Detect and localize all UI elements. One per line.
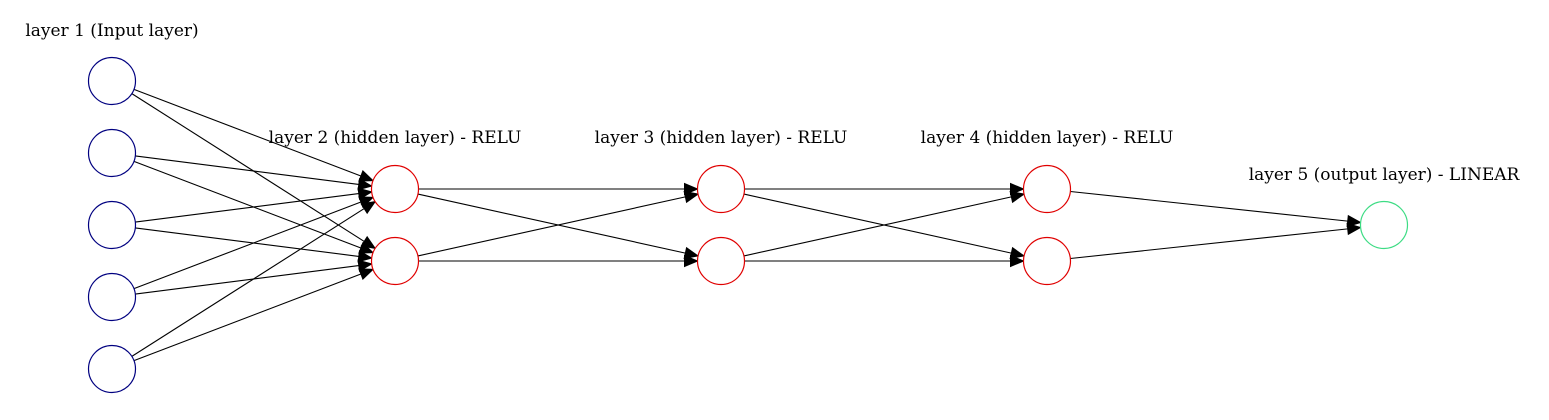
neurons [87, 56, 1409, 394]
edge-l1n2-l2n1 [135, 155, 373, 191]
arrowhead-icon [1009, 246, 1026, 260]
edge-line [135, 193, 359, 223]
neuron-l2-n2 [370, 236, 420, 286]
neuron-l1-n5 [87, 344, 137, 394]
edge-l4n2-l5n1 [1070, 222, 1362, 260]
neuron-l1-n2 [87, 128, 137, 178]
edge-line [1070, 228, 1348, 260]
arrowhead-icon [1346, 222, 1362, 236]
edge-l2n1-l3n2 [417, 193, 700, 260]
layer-5-label: layer 5 (output layer) - LINEAR [1249, 165, 1521, 185]
edge-line [135, 265, 359, 295]
neuron-l3-n2 [696, 236, 746, 286]
edge-l1n5-l2n2 [133, 268, 375, 362]
edge-l1n3-l2n1 [135, 187, 373, 223]
arrowhead-icon [683, 190, 700, 204]
edge-line [133, 201, 362, 290]
edge-l1n4-l2n1 [133, 196, 375, 290]
edge-line [417, 196, 686, 257]
edge-line [743, 193, 1012, 254]
neuron-l1-n3 [87, 200, 137, 250]
edge-line [133, 273, 362, 362]
edge-line [135, 227, 359, 257]
arrowhead-icon [684, 254, 699, 268]
neuron-l4-n1 [1022, 164, 1072, 214]
arrowhead-icon [1010, 254, 1025, 268]
edge-l1n1-l2n1 [133, 88, 375, 182]
edge-l1n3-l2n2 [135, 227, 373, 263]
arrowhead-icon [360, 200, 377, 215]
layer-3-label: layer 3 (hidden layer) - RELU [595, 128, 848, 148]
connections [131, 88, 1362, 362]
arrowhead-icon [683, 246, 700, 260]
neuron-l2-n1 [370, 164, 420, 214]
neuron-l1-n1 [87, 56, 137, 106]
arrowhead-icon [1009, 190, 1026, 204]
layer-2-label: layer 2 (hidden layer) - RELU [269, 128, 522, 148]
arrowhead-icon [357, 178, 373, 191]
edge-l3n2-l4n1 [743, 190, 1026, 257]
edge-line [133, 160, 362, 249]
edge-l3n1-l4n2 [743, 193, 1026, 260]
neuron-l3-n1 [696, 164, 746, 214]
neuron-l5-n1 [1359, 200, 1409, 250]
edge-line [135, 155, 359, 185]
edge-l4n1-l5n1 [1070, 190, 1362, 228]
edge-l2n2-l3n2 [418, 254, 699, 268]
edge-line [131, 208, 365, 357]
layer-4-label: layer 4 (hidden layer) - RELU [921, 128, 1174, 148]
layer-1-label: layer 1 (Input layer) [25, 21, 198, 41]
edge-line [743, 196, 1012, 257]
edge-l1n4-l2n2 [135, 259, 373, 295]
edge-l3n2-l4n2 [744, 254, 1025, 268]
edge-line [131, 93, 365, 242]
neuron-l4-n2 [1022, 236, 1072, 286]
arrowhead-icon [1346, 214, 1362, 228]
arrowhead-icon [357, 259, 373, 272]
arrowhead-icon [358, 268, 375, 281]
arrowhead-icon [358, 241, 375, 254]
arrowhead-icon [357, 250, 373, 263]
edge-line [133, 88, 362, 177]
edge-l1n2-l2n2 [133, 160, 375, 254]
edge-line [1070, 190, 1348, 222]
edge-l1n5-l2n1 [131, 200, 377, 357]
arrowhead-icon [357, 187, 373, 200]
edge-l2n1-l3n1 [418, 182, 699, 196]
edge-line [417, 193, 686, 254]
edge-l2n2-l3n1 [417, 190, 700, 257]
neuron-l1-n4 [87, 272, 137, 322]
arrowhead-icon [358, 169, 375, 182]
edge-l3n1-l4n1 [744, 182, 1025, 196]
